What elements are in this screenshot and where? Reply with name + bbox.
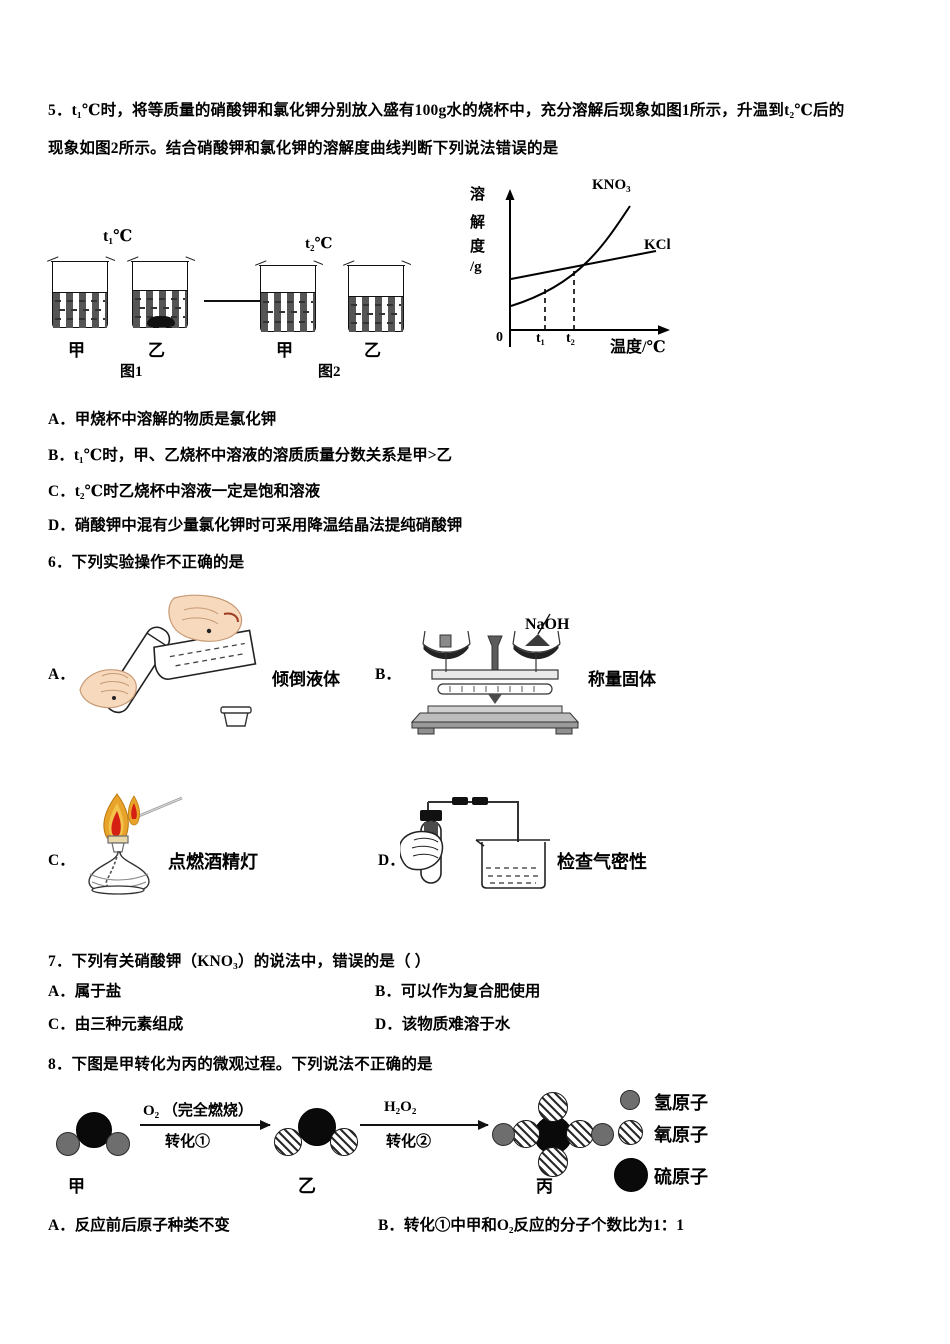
- chart-legend-kcl: KCl: [644, 237, 671, 253]
- fig2-temperature-label: t₂℃: [305, 236, 333, 252]
- question-6-option-c-caption: 点燃酒精灯: [168, 852, 258, 872]
- question-8-option-a: A．反应前后原子种类不变: [48, 1217, 230, 1234]
- question-6-option-a-letter: A．: [48, 666, 75, 683]
- beaker-liquid: [261, 292, 315, 332]
- black-circle-icon: [614, 1158, 648, 1192]
- arrow-2-below-label: 转化②: [386, 1134, 432, 1150]
- beaker-rim: [51, 261, 109, 262]
- question-5-stem-line-2: 现象如图2所示。结合硝酸钾和氯化钾的溶解度曲线判断下列说法错误的是: [48, 140, 559, 157]
- fig2-beaker-jia-label: 甲: [276, 341, 293, 360]
- chart-ylabel-char-2: 解: [470, 215, 486, 231]
- oxygen-atom-bottom: [538, 1147, 568, 1177]
- question-8-stem: 8．下图是甲转化为丙的微观过程。下列说法不正确的是: [48, 1056, 433, 1073]
- molecule-jia-label: 甲: [68, 1177, 85, 1196]
- fig2-beaker-jia: [255, 260, 324, 334]
- fig1-beaker-yi-label: 乙: [148, 341, 165, 360]
- chart-xtick-t1: t₁: [536, 331, 545, 346]
- beaker-rim: [259, 265, 317, 266]
- fig1-beaker-jia-label: 甲: [68, 341, 85, 360]
- fig1-beaker-jia: [47, 256, 116, 330]
- question-5-option-a: A．甲烧杯中溶解的物质是氯化钾: [48, 411, 277, 428]
- transformation-arrow-1: [140, 1120, 271, 1130]
- hatched-circle-icon: [618, 1120, 643, 1145]
- y-axis-arrowhead: [505, 189, 515, 200]
- oxygen-atom: [274, 1128, 302, 1156]
- oxygen-atom-left: [512, 1120, 540, 1148]
- hydrogen-atom: [106, 1132, 130, 1156]
- fig2-caption: 图2: [318, 364, 341, 380]
- undissolved-solid: [147, 316, 175, 327]
- question-7-stem: 7．下列有关硝酸钾（KNO₃）的说法中，错误的是（ ）: [48, 953, 431, 970]
- legend-label-hydrogen: 氢原子: [654, 1093, 708, 1113]
- chart-svg: [505, 189, 670, 347]
- question-5-option-d: D．硝酸钾中混有少量氯化钾时可采用降温结晶法提纯硝酸钾: [48, 517, 463, 534]
- solubility-curve-chart: 溶 解 度 /g KNO₃ KCl 0 t₁ t₂ 温度/℃: [470, 175, 700, 356]
- oxygen-atom-right: [566, 1120, 594, 1148]
- beaker-rim: [347, 265, 405, 266]
- question-5-option-b: B．t₁℃时，甲、乙烧杯中溶液的溶质质量分数关系是甲>乙: [48, 447, 453, 464]
- series-kno3-curve: [510, 205, 631, 307]
- molecule-bing-label: 丙: [536, 1177, 553, 1196]
- legend-label-sulfur: 硫原子: [654, 1167, 708, 1187]
- beaker-liquid: [349, 296, 403, 332]
- chart-ylabel-char-4: /g: [470, 259, 482, 275]
- chart-legend-kno3: KNO₃: [592, 177, 631, 193]
- question-7-option-c: C．由三种元素组成: [48, 1016, 184, 1033]
- fig2-beaker-yi: [343, 260, 412, 334]
- fig1-temperature-label: t₁℃: [103, 228, 133, 245]
- chart-xtick-t2: t₂: [566, 331, 575, 346]
- molecule-yi-label: 乙: [298, 1176, 316, 1196]
- transformation-arrow-2: [360, 1120, 489, 1130]
- question-5-stem-line-1: 5．t₁℃时，将等质量的硝酸钾和氯化钾分别放入盛有100g水的烧杯中，充分溶解后…: [48, 102, 845, 119]
- question-7-option-a: A．属于盐: [48, 983, 122, 1000]
- fig2-beaker-yi-label: 乙: [364, 341, 381, 360]
- fig1-beaker-yi: [127, 256, 196, 330]
- question-6-option-b-caption: 称量固体: [588, 670, 656, 689]
- alcohol-lamp-svg: [88, 793, 183, 895]
- oxygen-atom-top: [538, 1092, 568, 1122]
- figure-alcohol-lamp: [72, 786, 202, 896]
- molecule-yi: [272, 1108, 362, 1162]
- chart-origin-label: 0: [496, 330, 503, 345]
- question-5-option-c: C．t₂℃时乙烧杯中溶液一定是饱和溶液: [48, 483, 321, 500]
- question-6-option-d-caption: 检查气密性: [557, 852, 647, 872]
- figure-pouring-liquid: [78, 594, 278, 734]
- gray-circle-icon: [620, 1090, 640, 1110]
- hydrogen-atom: [56, 1132, 80, 1156]
- sulfur-atom: [298, 1108, 336, 1146]
- legend-label-oxygen: 氧原子: [654, 1125, 708, 1145]
- question-7-option-b: B．可以作为复合肥使用: [375, 983, 541, 1000]
- figure-balance-weighing: [410, 608, 580, 738]
- hydrogen-atom-left: [492, 1123, 515, 1146]
- airtightness-svg: [398, 797, 550, 889]
- question-6-option-d-letter: D．: [378, 852, 405, 869]
- figure-airtightness-check: [398, 784, 570, 896]
- question-6-stem: 6．下列实验操作不正确的是: [48, 554, 245, 571]
- question-6-option-b-letter: B．: [375, 666, 401, 683]
- pouring-liquid-svg: [79, 594, 257, 727]
- chart-ylabel-char-1: 溶: [470, 187, 486, 203]
- question-6-option-a-caption: 倾倒液体: [272, 670, 340, 689]
- question-6-option-b-annotation: NaOH: [525, 616, 570, 633]
- arrow-1-below-label: 转化①: [165, 1134, 211, 1150]
- hydrogen-atom-right: [591, 1123, 614, 1146]
- oxygen-atom: [330, 1128, 358, 1156]
- question-7-option-d: D．该物质难溶于水: [375, 1016, 511, 1033]
- arrow-2-above-label: H₂O₂: [384, 1099, 417, 1115]
- molecule-bing: [492, 1092, 614, 1177]
- chart-xlabel: 温度/℃: [610, 339, 666, 356]
- beaker-liquid: [53, 292, 107, 328]
- chart-ylabel-char-3: 度: [470, 239, 486, 255]
- question-8-option-b: B．转化①中甲和O₂反应的分子个数比为1：1: [378, 1217, 685, 1234]
- molecule-jia: [50, 1110, 140, 1162]
- x-axis-arrowhead: [658, 325, 670, 335]
- arrow-1-above-label: O₂ （完全燃烧）: [143, 1103, 253, 1119]
- balance-svg: [410, 613, 580, 735]
- beaker-rim: [131, 261, 189, 262]
- question-6-option-c-letter: C．: [48, 852, 75, 869]
- fig1-caption: 图1: [120, 364, 143, 380]
